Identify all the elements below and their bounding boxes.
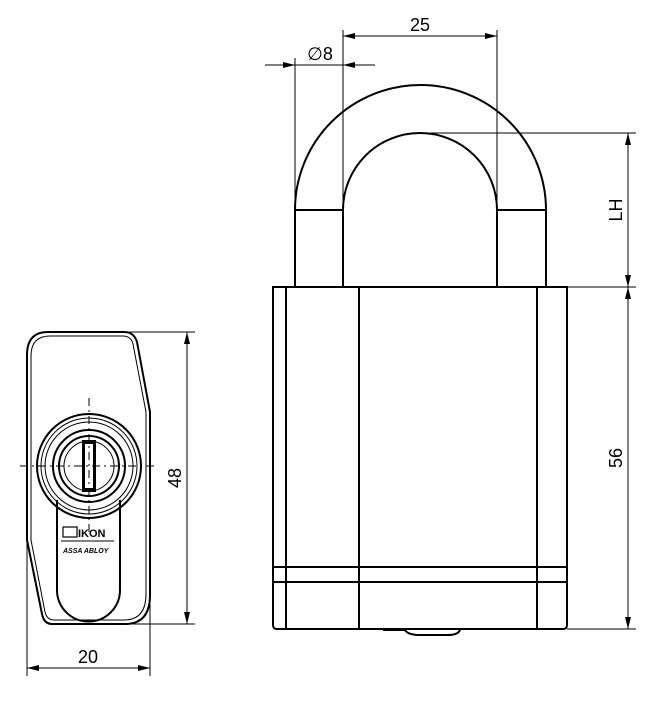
dimension-label-20: 20 xyxy=(78,647,98,667)
logo-brand: IKON xyxy=(78,528,106,540)
side-body-inner-outline xyxy=(30,335,147,621)
ikon-logo: IKON ASSA ABLOY xyxy=(61,526,114,555)
dimension-label-48: 48 xyxy=(165,468,185,488)
dimension-label-25: 25 xyxy=(410,15,430,35)
shackle-outer xyxy=(294,84,547,287)
side-view: IKON ASSA ABLOY 48 20 xyxy=(20,331,195,676)
keyway-bump xyxy=(383,629,461,636)
dimension-label-lh: LH xyxy=(606,198,626,221)
dimension-label-diameter: ∅8 xyxy=(307,44,333,64)
shackle-inner xyxy=(342,132,498,287)
front-view: 25 ∅8 LH 56 xyxy=(265,15,636,636)
logo-group: ASSA ABLOY xyxy=(62,548,110,555)
lock-body xyxy=(272,286,568,630)
cylinder-escutcheon xyxy=(56,500,121,623)
dimension-label-56: 56 xyxy=(606,448,626,468)
